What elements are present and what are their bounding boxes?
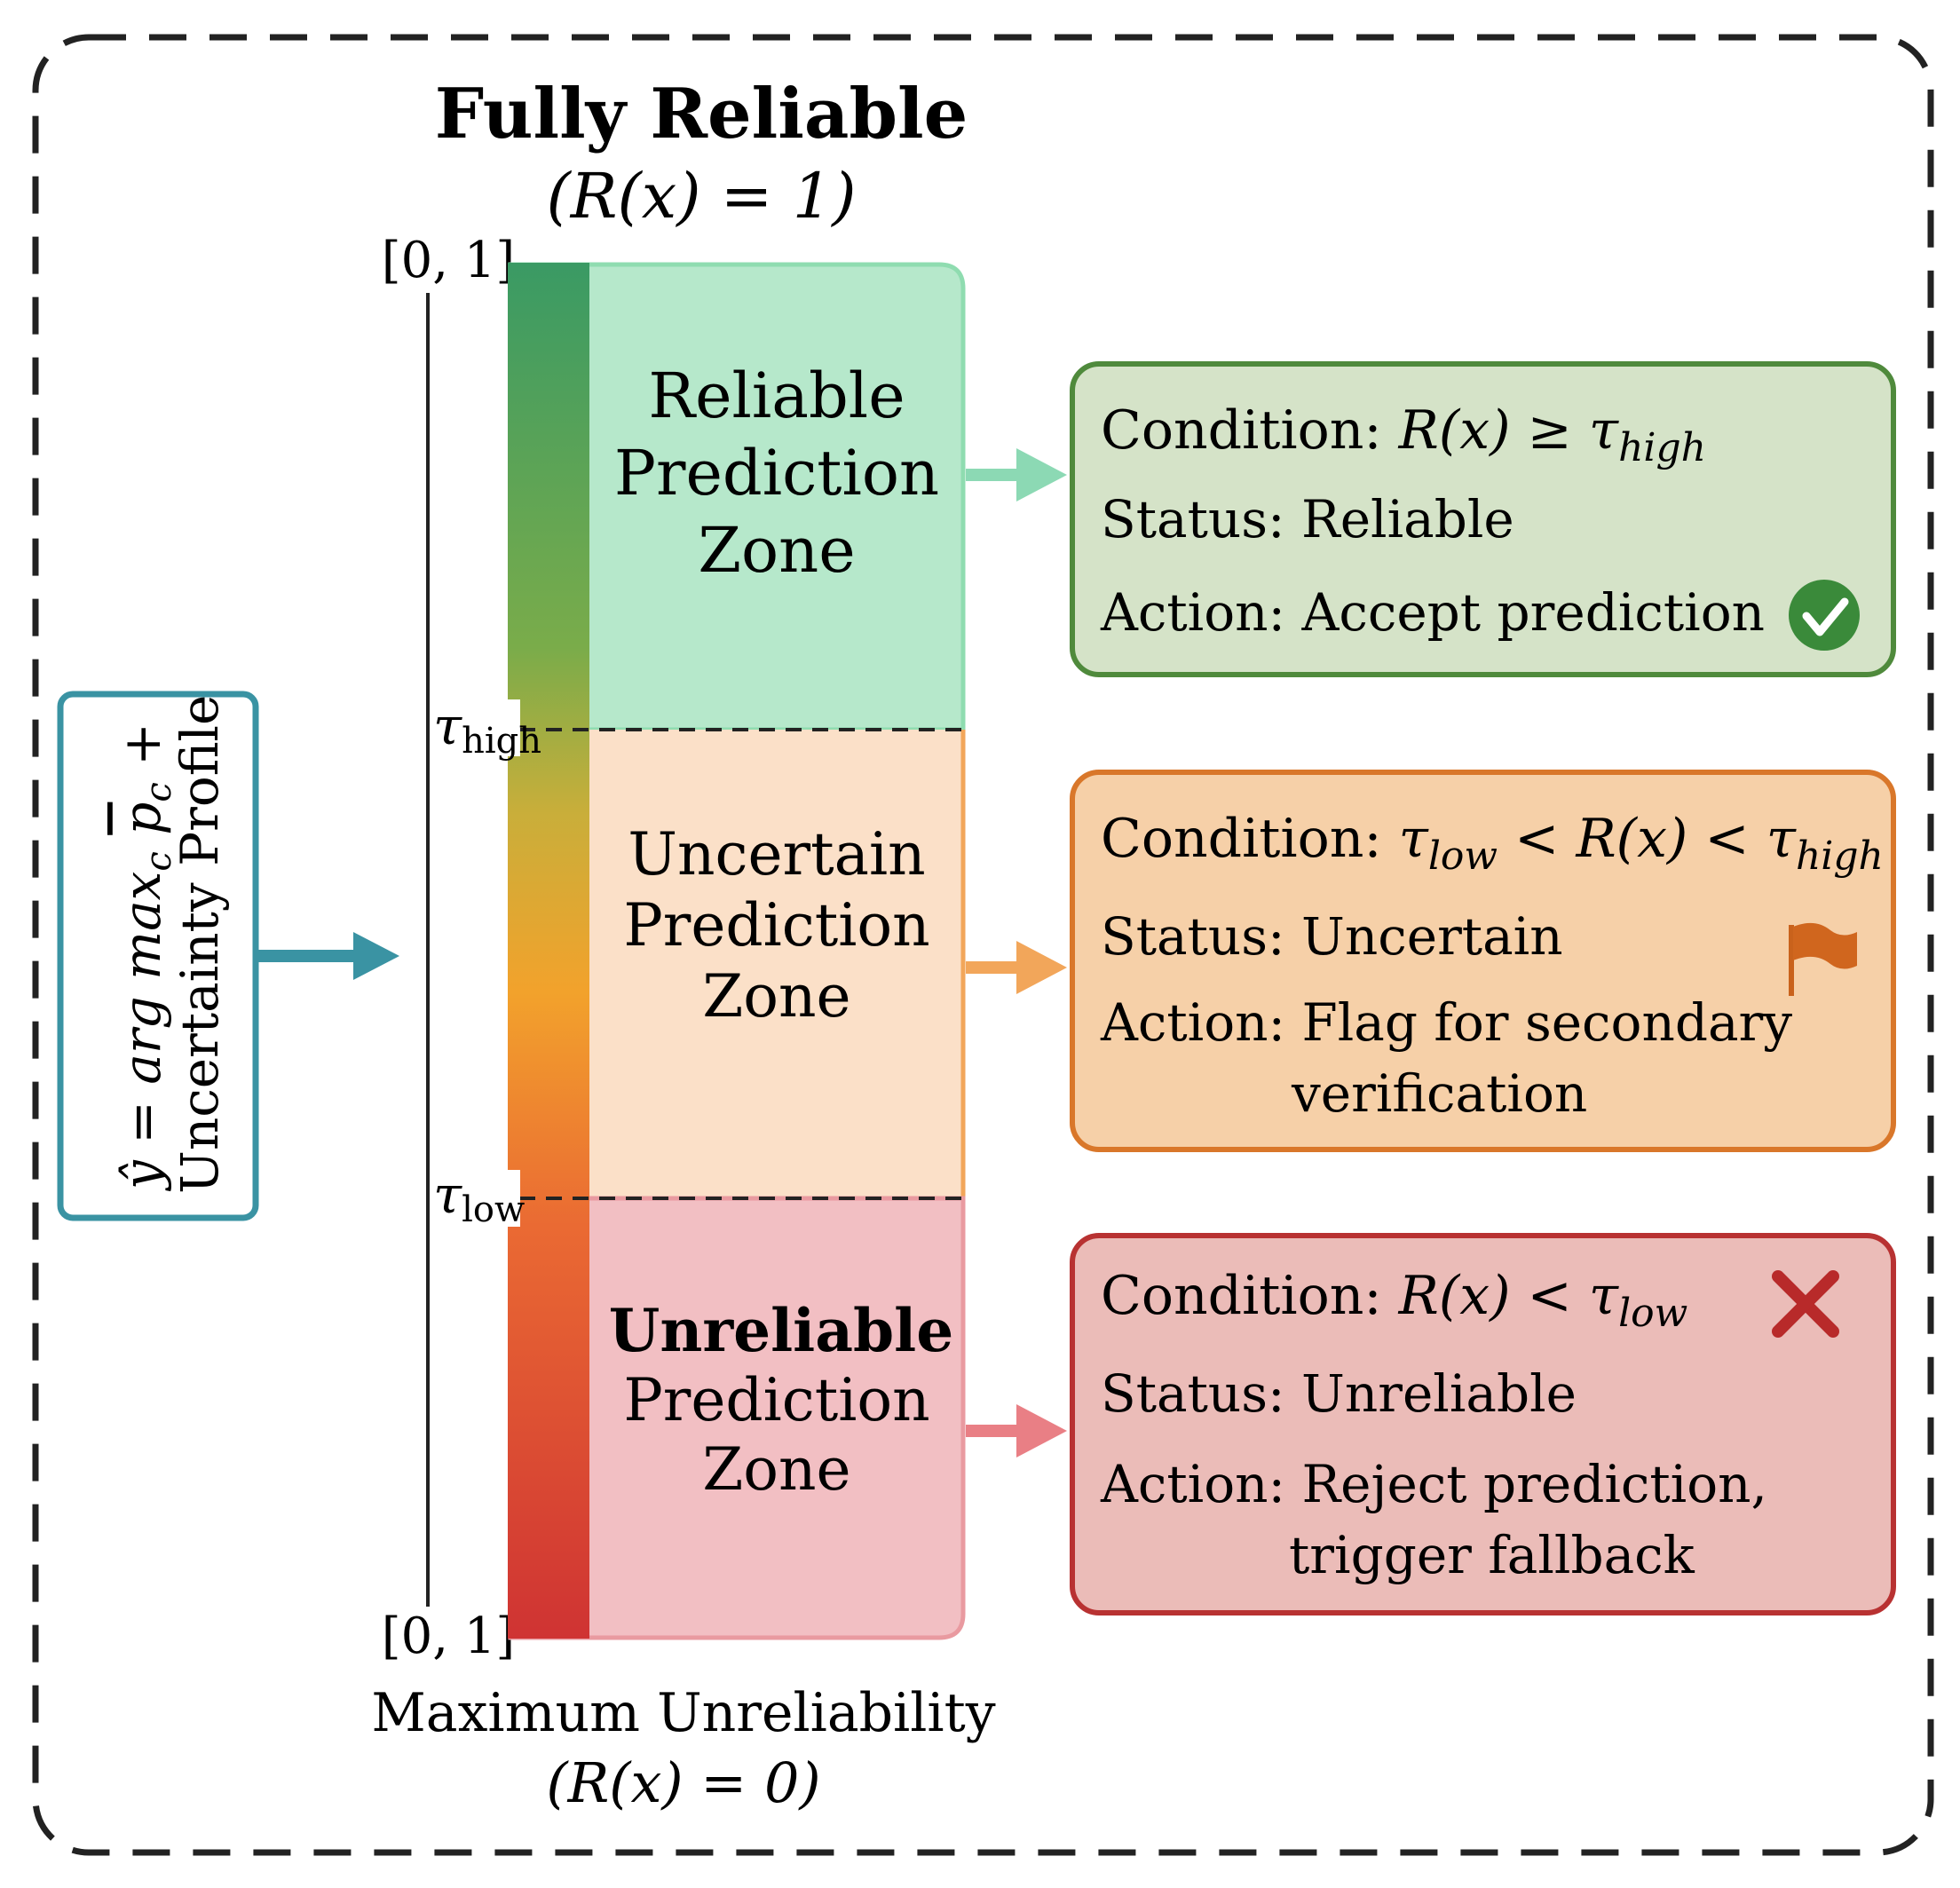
axis-top-tick: [0, 1] (382, 232, 516, 289)
uncertain-action-line2: verification (1291, 1063, 1587, 1124)
svg-text:Prediction: Prediction (623, 1366, 929, 1434)
input-box-text: ŷ = arg maxc pc + Uncertainty Profile (112, 695, 230, 1194)
reliable-condition: Condition: R(x) ≥ τhigh (1101, 399, 1706, 470)
input-profile: Uncertainty Profile (170, 695, 230, 1194)
reliable-status: Status: Reliable (1101, 489, 1514, 549)
axis-bottom-tick: [0, 1] (382, 1608, 516, 1665)
reliable-action: Action: Accept prediction (1100, 582, 1765, 643)
unreliable-card: Condition: R(x) < τlow Status: Unreliabl… (1070, 1233, 1896, 1615)
cross-icon (1772, 1270, 1839, 1338)
svg-text:Prediction: Prediction (623, 891, 929, 960)
reliable-arrow (966, 448, 1067, 502)
input-arrow (257, 932, 399, 980)
tau-high-label: τhigh (433, 696, 541, 762)
reliable-zone-label: Reliable Prediction Zone (614, 359, 939, 587)
check-circle-icon (1789, 580, 1860, 651)
uncertain-zone-label: Uncertain Prediction Zone (623, 820, 929, 1031)
unreliable-zone-label: Unreliable Prediction Zone (609, 1296, 953, 1504)
tau-low-label: τlow (433, 1165, 525, 1230)
unreliable-arrow (966, 1404, 1067, 1457)
svg-text:Zone: Zone (702, 1435, 850, 1504)
input-formula: ŷ = arg maxc pc + (112, 723, 179, 1192)
svg-text:Zone: Zone (702, 962, 850, 1031)
svg-text:Zone: Zone (698, 514, 855, 587)
input-box (57, 691, 259, 1221)
unreliable-action-line2: trigger fallback (1289, 1525, 1695, 1585)
svg-text:Reliable: Reliable (648, 359, 905, 432)
uncertain-action: Action: Flag for secondary (1100, 992, 1792, 1053)
uncertain-status: Status: Uncertain (1101, 906, 1563, 967)
reliability-gradient-bar (508, 263, 589, 1639)
reliable-zone-panel (508, 262, 966, 732)
bottom-title: Maximum Unreliability (371, 1682, 995, 1744)
svg-text:Prediction: Prediction (614, 437, 939, 510)
unreliable-zone-panel (508, 1196, 966, 1640)
unreliable-action: Action: Reject prediction, (1100, 1454, 1767, 1514)
reliable-card: Condition: R(x) ≥ τhigh Status: Reliable… (1070, 361, 1896, 677)
tau-low-label-bg (431, 1170, 520, 1227)
unreliable-condition: Condition: R(x) < τlow (1101, 1265, 1687, 1336)
uncertain-card: Condition: τlow < R(x) < τhigh Status: U… (1070, 770, 1896, 1152)
uncertain-arrow (966, 941, 1067, 994)
svg-text:Unreliable: Unreliable (609, 1296, 953, 1365)
unreliable-status: Status: Unreliable (1101, 1363, 1577, 1424)
top-subtitle: (R(x) = 1) (546, 160, 856, 233)
dashed-frame (32, 34, 1934, 1856)
top-title: Fully Reliable (435, 74, 968, 154)
bottom-subtitle: (R(x) = 0) (546, 1750, 820, 1815)
tau-high-label-bg (431, 699, 520, 756)
uncertain-condition: Condition: τlow < R(x) < τhigh (1101, 808, 1884, 879)
flag-icon (1789, 922, 1857, 996)
svg-text:Uncertain: Uncertain (628, 820, 925, 889)
